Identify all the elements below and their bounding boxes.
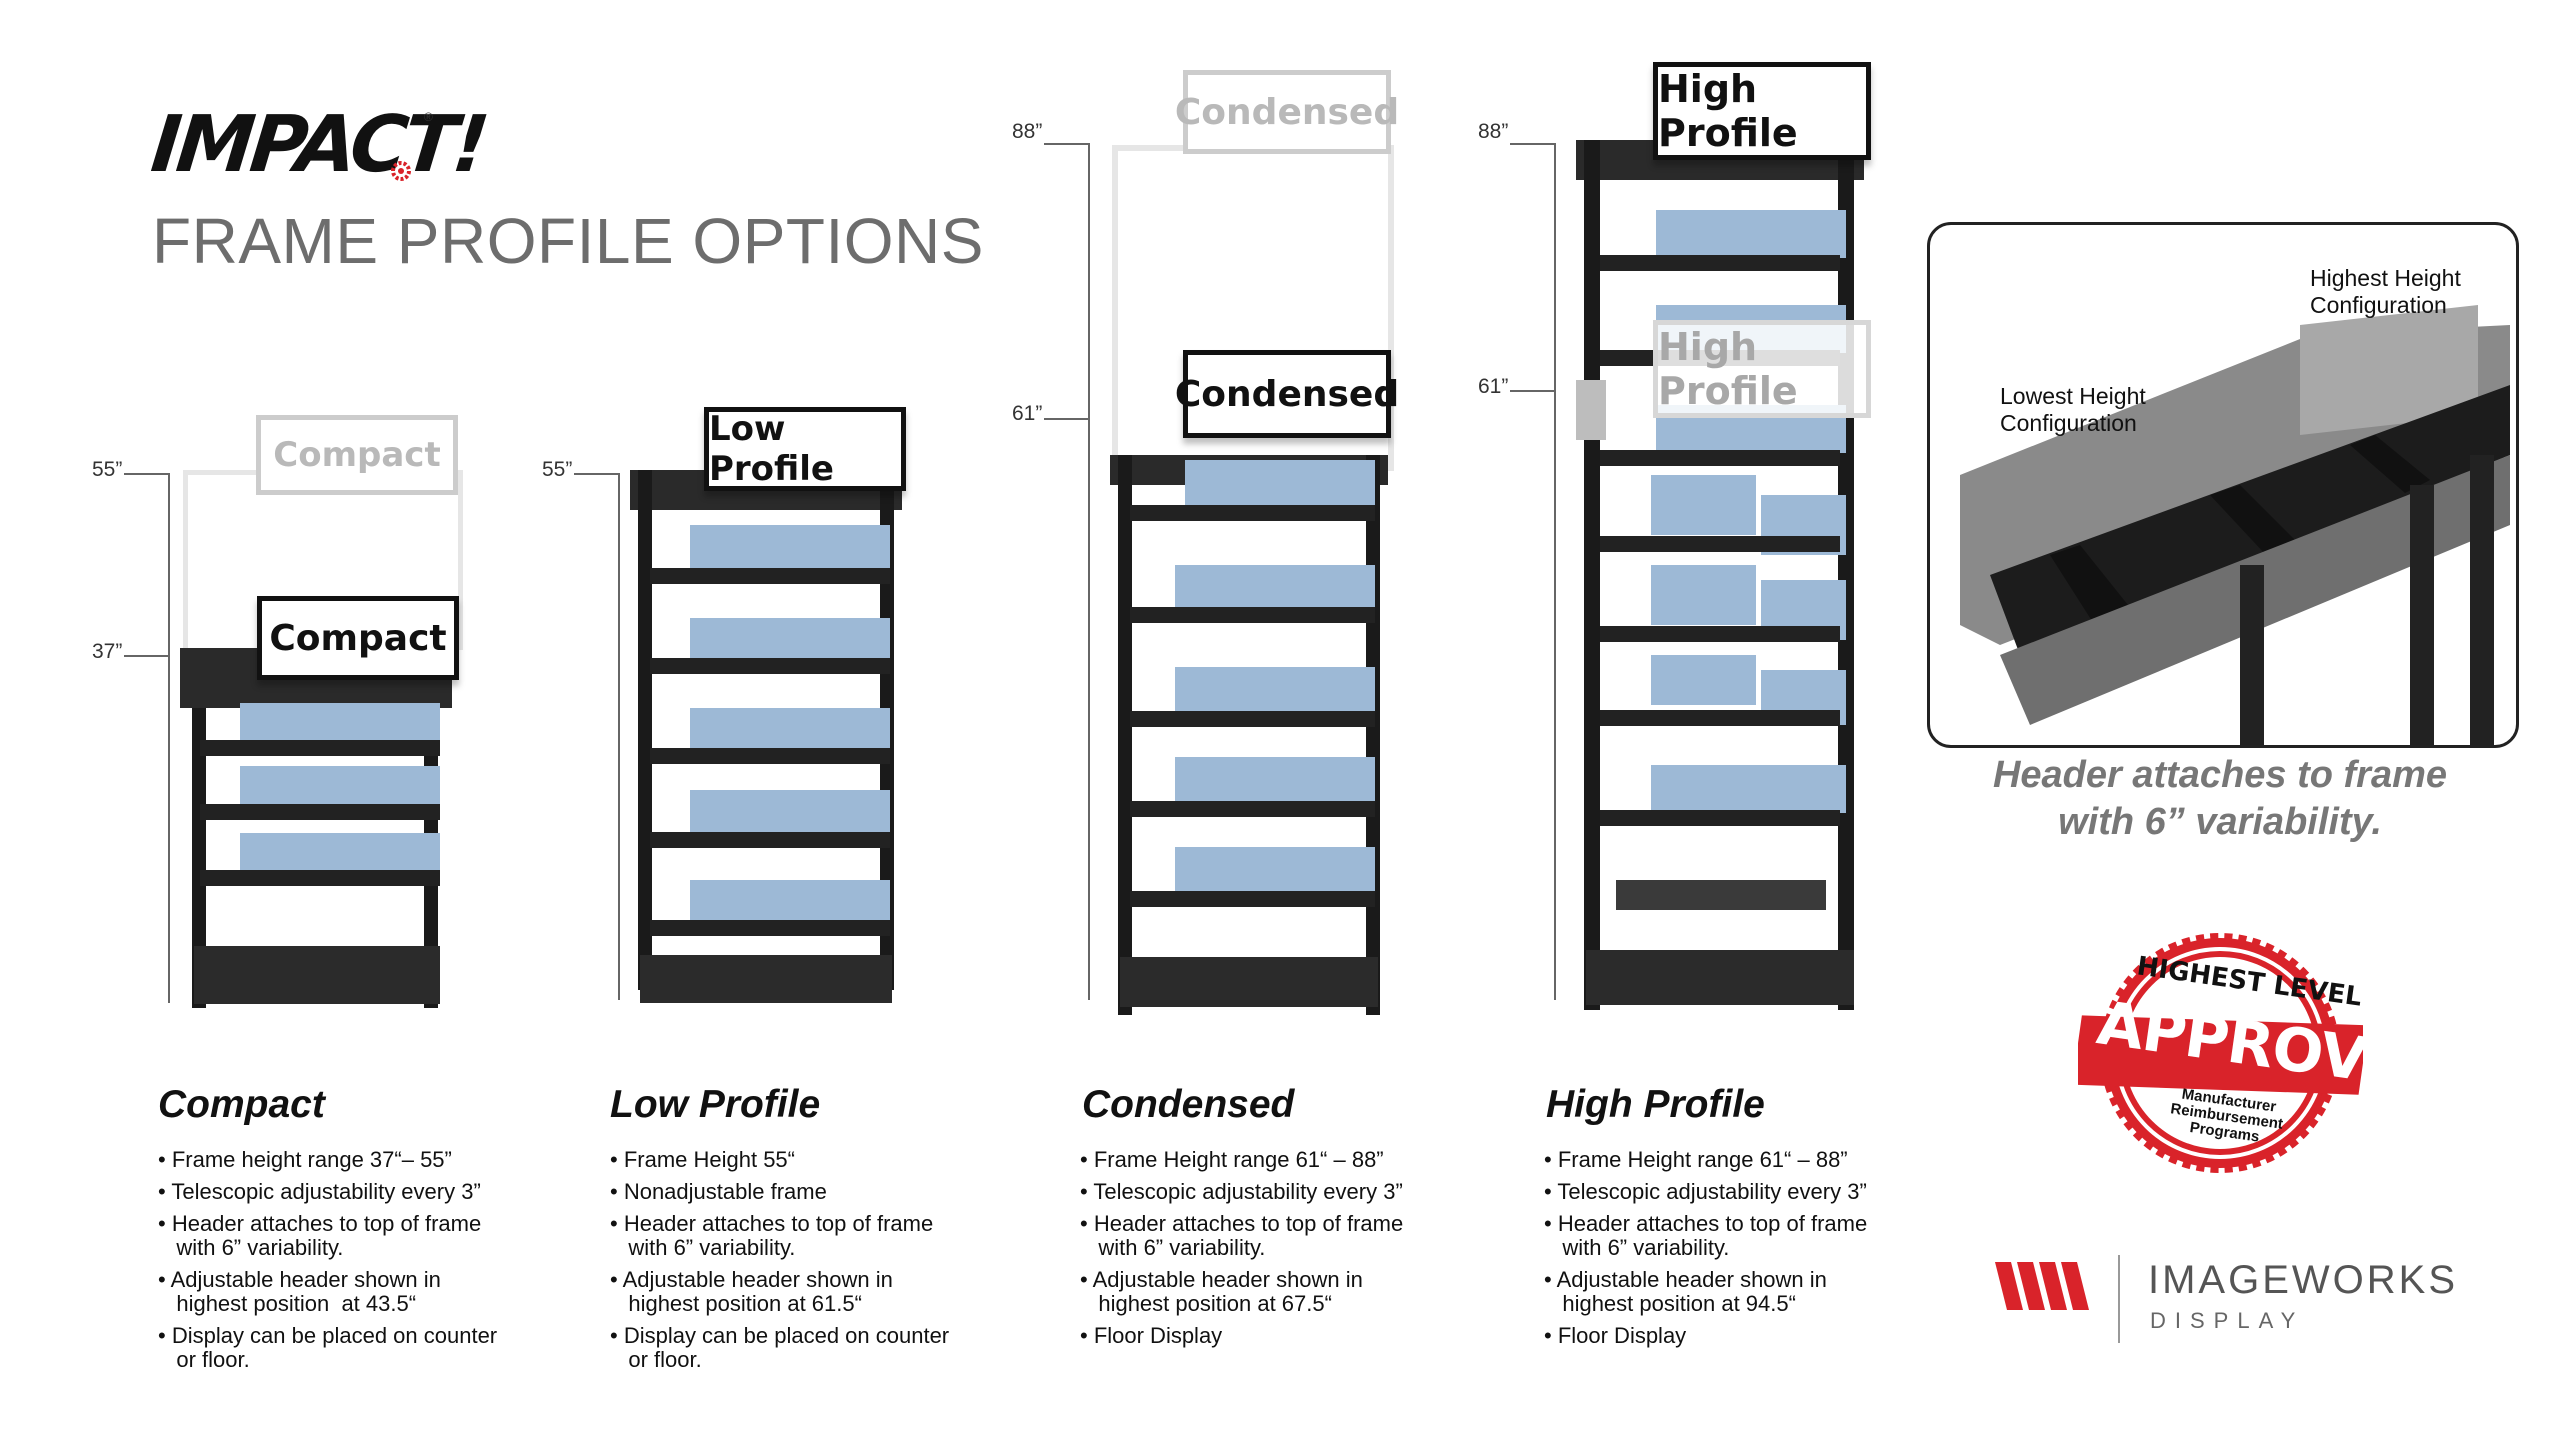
company-name: IMAGEWORKS [2148,1258,2459,1302]
header-sign: Compact [257,596,459,680]
feature-item: • Header attaches to top of frame with 6… [158,1211,482,1260]
feature-item: • Adjustable header shown in highest pos… [610,1267,893,1316]
feature-item: • Header attaches to top of frame with 6… [1544,1211,1868,1260]
dim-label-low: 61” [1012,402,1043,425]
dim-label-low: 37” [92,640,123,663]
page-title: FRAME PROFILE OPTIONS [152,205,984,277]
feature-item: • Frame Height range 61“ – 88” [1544,1147,1848,1172]
feature-item: • Header attaches to top of frame with 6… [610,1211,934,1260]
feature-item: • Telescopic adjustability every 3” [1080,1179,1403,1204]
display-title: Condensed [1082,1083,1295,1126]
feature-item: • Display can be placed on counter or fl… [158,1323,498,1372]
feature-item: • Display can be placed on counter or fl… [610,1323,950,1372]
feature-list: • Frame Height 55“ • Nonadjustable frame… [610,1148,1050,1380]
feature-item: • Adjustable header shown in highest pos… [1080,1267,1363,1316]
feature-item: • Telescopic adjustability every 3” [1544,1179,1867,1204]
shelf-unit [1110,455,1388,1035]
feature-item: • Frame Height range 61“ – 88” [1080,1147,1384,1172]
approved-badge: HIGHEST LEVEL APPROVED Manufacturer Reim… [2072,925,2458,1175]
registered-mark: ® [424,110,433,124]
dim-line [1088,143,1090,1000]
imageworks-logo-icon [1995,1262,2089,1310]
feature-list: • Frame height range 37“– 55” • Telescop… [158,1148,598,1380]
gear-icon [391,161,411,181]
inset-caption: Header attaches to frame with 6” variabi… [1992,754,2448,843]
display-title: High Profile [1546,1083,1765,1126]
dim-line [618,473,620,1000]
dim-tick [1044,418,1090,420]
header-sign: Low Profile [704,407,906,491]
feature-item: • Frame Height 55“ [610,1147,795,1172]
dim-label-top: 88” [1012,120,1043,143]
shelf-graphic [180,648,452,1008]
dim-tick [1510,390,1556,392]
feature-item: • Header attaches to top of frame with 6… [1080,1211,1404,1260]
company-subtitle: DISPLAY [2150,1308,2305,1333]
ghost-sign: Compact [256,415,458,495]
header-attachment-inset: Highest Height Configuration Lowest Heig… [1927,222,2519,748]
brand-logo: IMPACT! [147,100,490,190]
dim-label-low: 61” [1478,375,1509,398]
badge-seal-icon [2072,933,2369,1173]
feature-item: • Nonadjustable frame [610,1179,827,1204]
dim-label-top: 55” [92,458,123,481]
shelf-graphic [630,470,902,1003]
ghost-sign: High Profile [1653,320,1871,418]
feature-item: • Adjustable header shown in highest pos… [158,1267,441,1316]
feature-item: • Frame height range 37“– 55” [158,1147,452,1172]
dim-tick [124,655,170,657]
dim-label-top: 55” [542,458,573,481]
dim-tick [1510,143,1556,145]
display-title: Low Profile [610,1083,821,1126]
logo-divider [2118,1255,2120,1343]
header-rail-illustration [1960,305,2510,745]
feature-item: • Telescopic adjustability every 3” [158,1179,481,1204]
feature-list: • Frame Height range 61“ – 88” • Telesco… [1080,1148,1520,1356]
dim-tick [574,473,620,475]
shelf-graphic [1576,140,1864,1010]
dim-tick [1044,143,1090,145]
dim-line [1554,143,1556,1000]
feature-item: • Floor Display [1544,1323,1687,1348]
label-lowest-config: Lowest Height Configuration [2000,383,2146,436]
shelf-graphic [1110,455,1388,1015]
feature-list: • Frame Height range 61“ – 88” • Telesco… [1544,1148,1984,1356]
header-sign: High Profile [1653,62,1871,160]
dim-label-top: 88” [1478,120,1509,143]
display-title: Compact [158,1083,325,1126]
shelf-unit [180,648,452,1028]
dim-line [168,473,170,1003]
label-highest-config: Highest Height Configuration [2310,265,2461,318]
shelf-unit [1576,140,1864,1030]
feature-item: • Adjustable header shown in highest pos… [1544,1267,1827,1316]
ghost-sign: Condensed [1175,70,1399,154]
feature-item: • Floor Display [1080,1323,1223,1348]
header-sign: Condensed [1175,350,1399,438]
dim-tick [124,473,170,475]
shelf-unit [630,460,902,1015]
